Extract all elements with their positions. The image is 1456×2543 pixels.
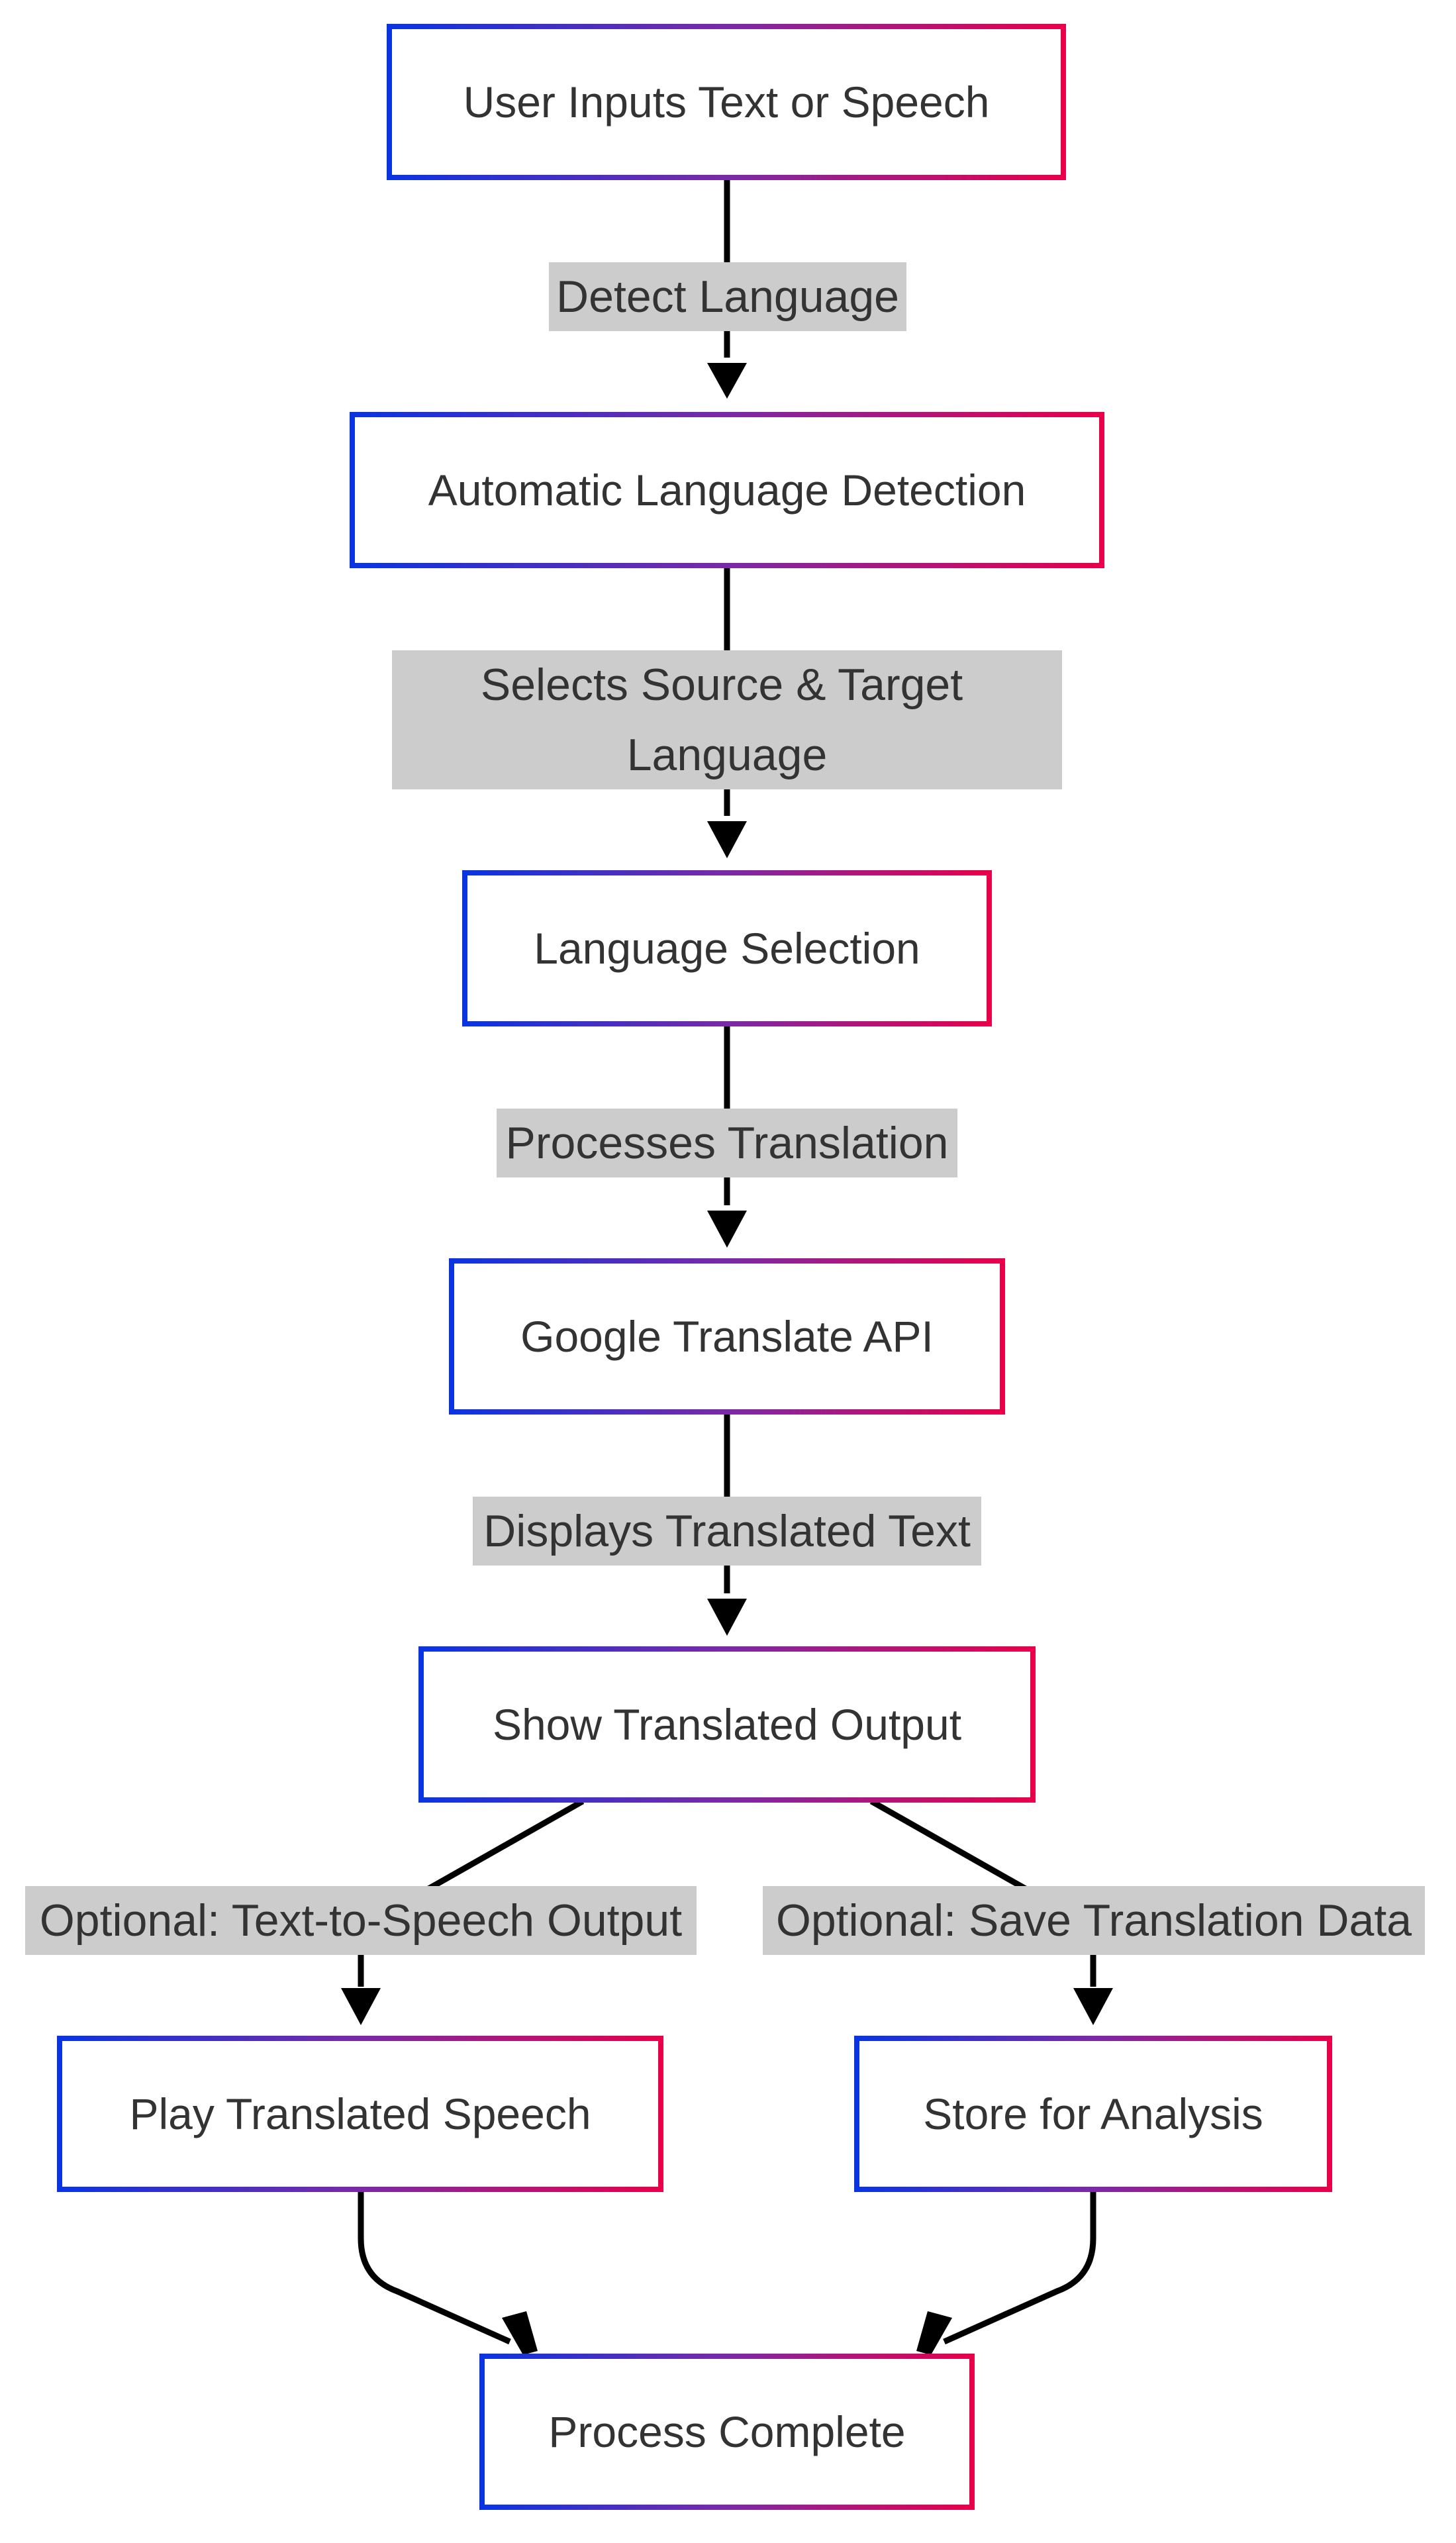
svg-text:Selects Source & Target: Selects Source & Target [481,660,963,710]
arrowhead-speech-to-complete [502,2311,538,2355]
svg-text:Optional: Text-to-Speech Outpu: Optional: Text-to-Speech Output [40,1895,682,1946]
node-user-input: User Inputs Text or Speech [387,24,1066,180]
arrowhead-output-to-store [1073,1988,1113,2025]
svg-text:Displays Translated Text: Displays Translated Text [483,1506,971,1556]
edge-label-optional-save: Optional: Save Translation Data [763,1886,1425,1955]
arrowhead-store-to-complete [916,2311,952,2355]
arrowhead-select-to-api [707,1211,747,1248]
svg-text:Automatic Language Detection: Automatic Language Detection [428,466,1026,515]
svg-text:Language: Language [627,730,828,780]
edge-label-optional-tts: Optional: Text-to-Speech Output [25,1886,697,1955]
edge-line-store-to-complete [943,2191,1096,2345]
svg-text:Process Complete: Process Complete [548,2407,905,2456]
svg-text:Show Translated Output: Show Translated Output [493,1700,961,1749]
node-show-output: Show Translated Output [418,1646,1036,1803]
edge-label-displays-translated-text: Displays Translated Text [473,1497,981,1566]
svg-text:Language Selection: Language Selection [534,924,920,973]
node-google-api: Google Translate API [449,1258,1005,1415]
svg-text:Detect Language: Detect Language [556,272,899,322]
node-process-complete: Process Complete [479,2354,975,2510]
nodes-layer: User Inputs Text or Speech Automatic Lan… [57,24,1332,2510]
edge-line-speech-to-complete [358,2191,511,2345]
svg-text:Google Translate API: Google Translate API [520,1312,934,1361]
node-lang-select: Language Selection [462,870,992,1026]
edge-label-detect-language: Detect Language [549,262,906,331]
edge-labels-layer: Detect Language Selects Source & Target … [25,262,1425,1955]
edge-label-processes-translation: Processes Translation [497,1109,957,1177]
arrowhead-api-to-output [707,1599,747,1636]
arrowhead-input-to-detect [707,363,747,399]
arrowhead-detect-to-select [707,821,747,858]
node-store-analysis: Store for Analysis [854,2036,1332,2192]
svg-text:User Inputs Text or Speech: User Inputs Text or Speech [463,77,990,126]
node-play-speech: Play Translated Speech [57,2036,663,2192]
node-auto-detect: Automatic Language Detection [350,412,1104,568]
arrowhead-output-to-speech [341,1988,381,2025]
svg-text:Optional: Save Translation Dat: Optional: Save Translation Data [776,1895,1412,1946]
edge-label-selects-source-target: Selects Source & Target Language [392,650,1062,789]
svg-text:Store for Analysis: Store for Analysis [923,2089,1263,2138]
svg-text:Processes Translation: Processes Translation [506,1118,949,1168]
svg-text:Play Translated Speech: Play Translated Speech [129,2089,591,2138]
